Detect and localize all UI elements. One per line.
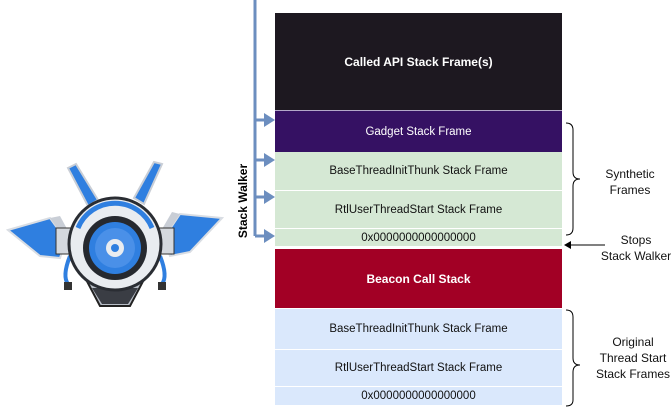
synthetic-frames-brace	[565, 122, 581, 236]
frame-gadget: Gadget Stack Frame	[275, 110, 562, 152]
frame-called-api: Called API Stack Frame(s)	[275, 13, 562, 110]
stops-walker-arrow	[564, 241, 605, 249]
drone-icon	[5, 160, 225, 307]
synthetic-frames-text: Synthetic Frames	[605, 167, 655, 197]
frame-original-null: 0x0000000000000000	[275, 386, 562, 405]
original-frames-brace	[565, 309, 581, 407]
drone-illustration	[0, 148, 230, 328]
frame-original-base-thread-init-thunk: BaseThreadInitThunk Stack Frame	[275, 309, 562, 349]
stack-walker-label: Stack Walker	[236, 163, 250, 239]
annotations-graphics	[564, 122, 605, 407]
original-frames-label: Original Thread Start Stack Frames	[588, 334, 672, 382]
frame-original-rtl-user-thread-start: RtlUserThreadStart Stack Frame	[275, 349, 562, 386]
arrow-to-base-thread-init-thunk	[255, 153, 275, 167]
frame-beacon-call-stack: Beacon Call Stack	[275, 249, 562, 308]
original-frames-text: Original Thread Start Stack Frames	[595, 335, 670, 381]
arrow-to-gadget	[255, 113, 275, 127]
stops-stack-walker-label: Stops Stack Walker	[590, 232, 672, 264]
frame-synthetic-rtl-user-thread-start: RtlUserThreadStart Stack Frame	[275, 190, 562, 228]
frame-synthetic-base-thread-init-thunk: BaseThreadInitThunk Stack Frame	[275, 152, 562, 190]
frame-synthetic-null: 0x0000000000000000	[275, 228, 562, 246]
stack-walker-connector	[253, 0, 275, 243]
stops-stack-walker-text: Stops Stack Walker	[600, 233, 672, 263]
synthetic-frames-label: Synthetic Frames	[590, 166, 670, 198]
arrow-to-rtl-user-thread-start	[255, 190, 275, 204]
arrow-to-null-frame	[255, 229, 275, 243]
